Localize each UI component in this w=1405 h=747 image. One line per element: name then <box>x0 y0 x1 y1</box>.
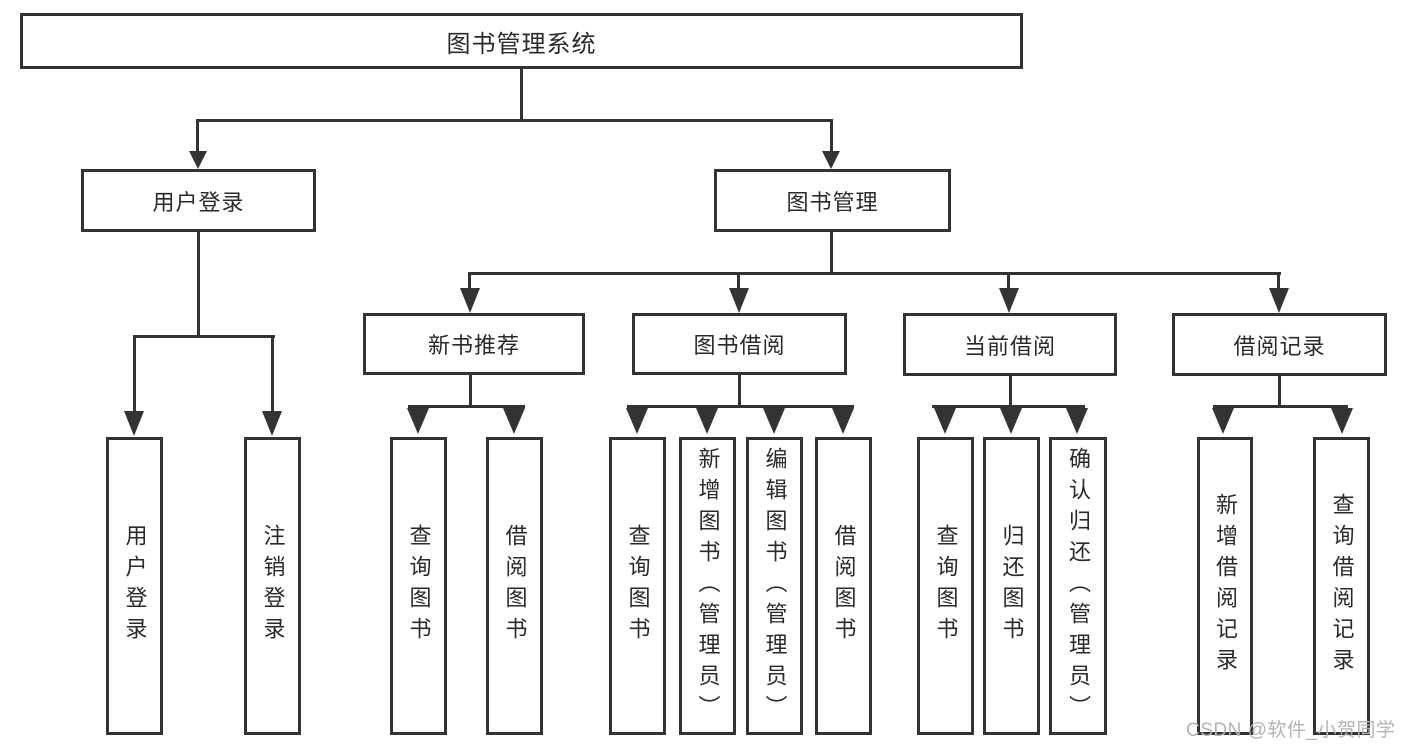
connector-line <box>737 272 740 289</box>
connector-line <box>133 335 136 414</box>
connector-line <box>408 405 525 408</box>
leaf-query-borrow-record: 查询借阅记录 <box>1313 437 1370 735</box>
leaf-logout: 注销登录 <box>244 437 301 735</box>
leaf-add-book-admin: 新增图书（管理员） <box>679 437 736 735</box>
arrow-down-icon <box>822 151 840 169</box>
leaf-label: 查询图书 <box>933 524 959 648</box>
leaf-return-book: 归还图书 <box>983 437 1040 735</box>
leaf-label: 新增图书（管理员） <box>695 446 721 726</box>
leaf-label: 确认归还（管理员） <box>1066 446 1091 726</box>
leaf-label: 编辑图书（管理员） <box>762 446 788 726</box>
connector-line <box>197 232 200 337</box>
connector-line <box>271 335 274 414</box>
leaf-label: 查询借阅记录 <box>1329 493 1355 679</box>
arrow-down-icon <box>934 408 956 434</box>
arrow-down-icon <box>1000 408 1022 434</box>
connector-line <box>1213 405 1348 408</box>
connector-line <box>830 232 833 274</box>
connector-line <box>1009 376 1012 407</box>
arrow-down-icon <box>262 411 282 436</box>
leaf-user-login: 用户登录 <box>106 437 163 735</box>
node-label: 借阅记录 <box>1233 333 1326 359</box>
leaf-edit-book-admin: 编辑图书（管理员） <box>746 437 803 735</box>
arrow-down-icon <box>1212 408 1234 434</box>
arrow-down-icon <box>1066 408 1088 434</box>
arrow-down-icon <box>124 411 144 436</box>
node-label: 新书推荐 <box>427 333 520 358</box>
watermark: CSDN @软件_小贺同学 <box>1186 720 1396 741</box>
leaf-borrow-books: 借阅图书 <box>815 437 872 735</box>
node-label: 图书借阅 <box>693 333 786 358</box>
connector-line <box>520 69 523 121</box>
node-label: 图书管理 <box>786 189 879 215</box>
leaf-label: 借阅图书 <box>831 524 857 648</box>
node-user-login: 用户登录 <box>81 169 316 232</box>
leaf-label: 新增借阅记录 <box>1213 493 1238 679</box>
node-borrow-records: 借阅记录 <box>1172 313 1387 376</box>
connector-line <box>469 375 472 407</box>
connector-line <box>1007 272 1010 289</box>
arrow-down-icon <box>626 408 648 434</box>
leaf-borrow-books-recommend: 借阅图书 <box>486 437 543 735</box>
node-book-management: 图书管理 <box>714 169 951 232</box>
connector-line <box>932 405 1085 408</box>
connector-line <box>1277 272 1280 289</box>
node-current-borrow: 当前借阅 <box>903 313 1117 376</box>
node-label: 当前借阅 <box>963 333 1056 359</box>
leaf-label: 用户登录 <box>122 524 148 648</box>
arrow-down-icon <box>407 408 429 434</box>
arrow-down-icon <box>696 408 718 434</box>
connector-line <box>1278 376 1281 407</box>
leaf-confirm-return-admin: 确认归还（管理员） <box>1049 437 1107 735</box>
leaf-add-borrow-record: 新增借阅记录 <box>1197 437 1253 735</box>
node-new-book-recommend: 新书推荐 <box>363 313 585 375</box>
arrow-down-icon <box>189 151 207 169</box>
connector-line <box>738 375 741 407</box>
leaf-label: 归还图书 <box>999 524 1025 648</box>
arrow-down-icon <box>999 288 1019 313</box>
leaf-label: 注销登录 <box>260 524 286 648</box>
leaf-label: 查询图书 <box>625 524 651 648</box>
leaf-label: 查询图书 <box>406 524 432 648</box>
arrow-down-icon <box>460 288 480 313</box>
arrow-down-icon <box>832 408 854 434</box>
connector-line <box>830 119 833 155</box>
node-book-borrow: 图书借阅 <box>632 313 847 375</box>
connector-line <box>133 335 275 338</box>
connector-line <box>196 119 833 122</box>
connector-line <box>196 119 199 155</box>
leaf-query-books-recommend: 查询图书 <box>390 437 447 735</box>
connector-line <box>468 272 471 289</box>
arrow-down-icon <box>729 288 749 313</box>
connector-line <box>468 272 1281 275</box>
connector-line <box>627 405 854 408</box>
leaf-label: 借阅图书 <box>502 524 528 648</box>
arrow-down-icon <box>1269 288 1289 313</box>
node-label: 用户登录 <box>152 189 245 215</box>
node-library-system: 图书管理系统 <box>20 13 1023 69</box>
arrow-down-icon <box>503 408 525 434</box>
node-label: 图书管理系统 <box>446 30 597 58</box>
arrow-down-icon <box>1331 408 1353 434</box>
arrow-down-icon <box>763 408 785 434</box>
leaf-query-books-borrow: 查询图书 <box>609 437 666 735</box>
leaf-query-books-current: 查询图书 <box>917 437 974 735</box>
